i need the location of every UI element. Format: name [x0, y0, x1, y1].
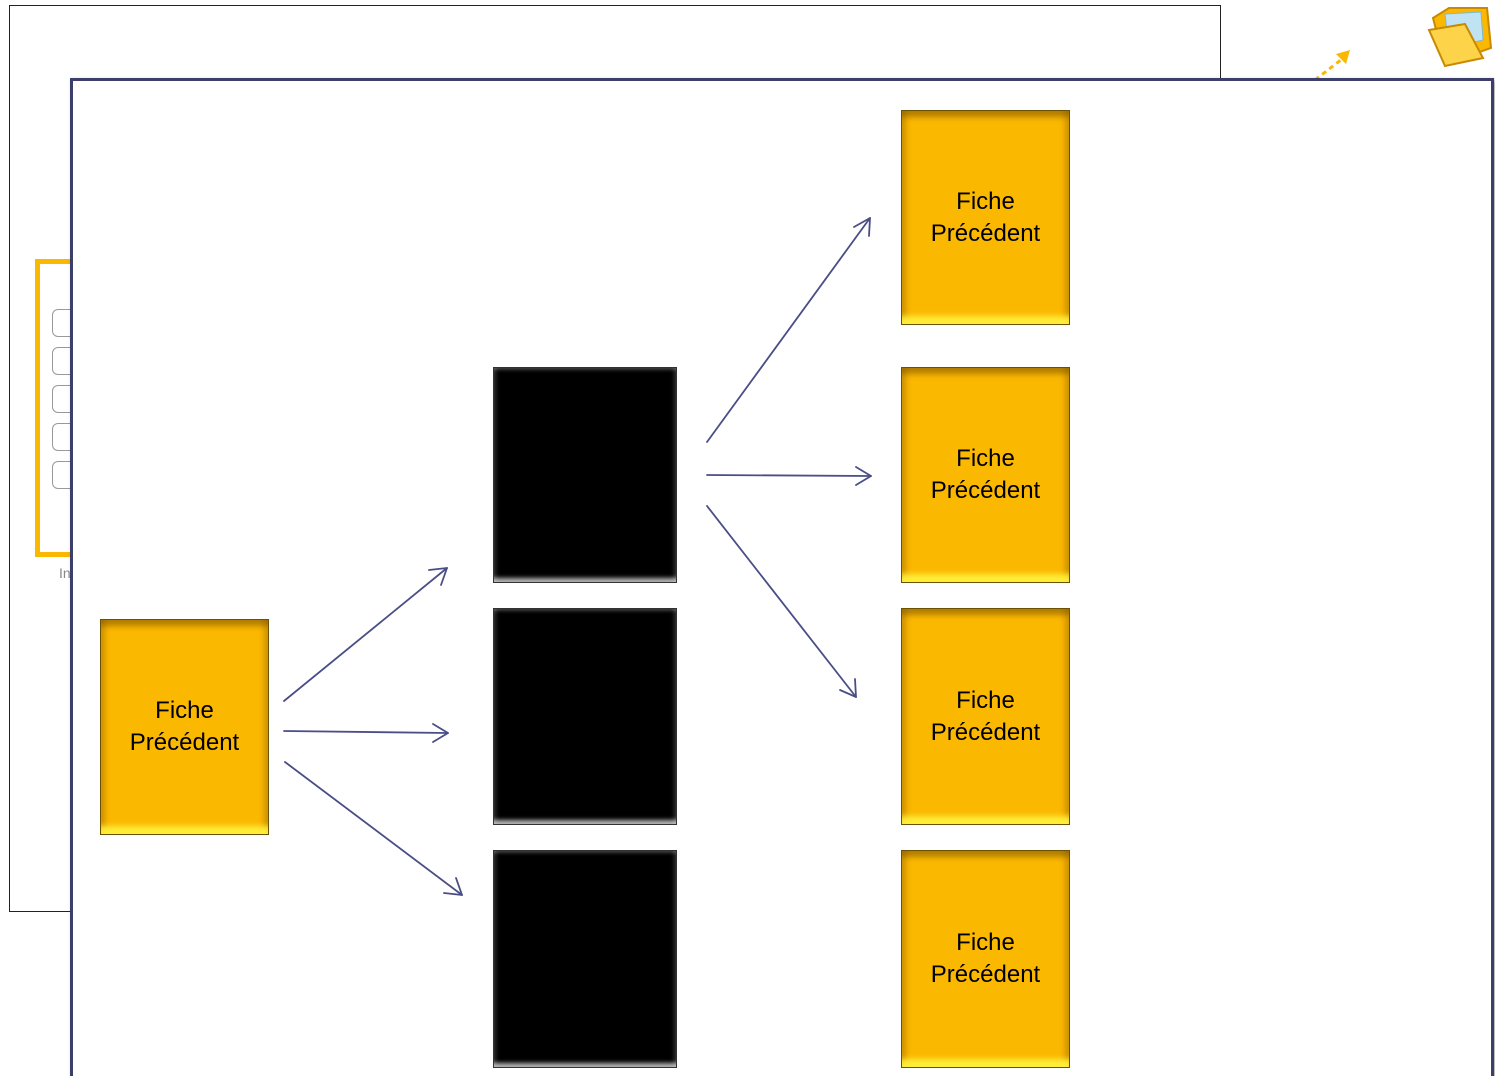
- card-label: Fiche Précédent: [931, 443, 1040, 507]
- card-label-line1: Fiche: [155, 697, 214, 724]
- front-slide: [70, 78, 1494, 1076]
- back-caption: In: [59, 565, 71, 581]
- root-card[interactable]: Fiche Précédent: [100, 619, 269, 835]
- card-label-line2: Précédent: [930, 961, 1041, 988]
- card-label-line2: Précédent: [930, 219, 1041, 247]
- leaf-card-3[interactable]: Fiche Précédent: [901, 608, 1070, 825]
- card-label-line1: Fiche: [956, 445, 1015, 472]
- card-label: Fiche Précédent: [931, 685, 1040, 749]
- leaf-card-1[interactable]: Fiche Précédent: [901, 110, 1070, 325]
- middle-card-1[interactable]: [493, 367, 677, 583]
- card-label-line1: Fiche: [956, 929, 1015, 956]
- card-label: Fiche Précédent: [931, 186, 1040, 250]
- card-label: Fiche Précédent: [130, 695, 239, 759]
- middle-card-2[interactable]: [493, 608, 677, 825]
- card-label-line2: Précédent: [129, 729, 240, 756]
- middle-card-3[interactable]: [493, 850, 677, 1068]
- card-label-line1: Fiche: [956, 187, 1015, 215]
- card-label: Fiche Précédent: [931, 927, 1040, 991]
- card-label-line1: Fiche: [956, 686, 1015, 714]
- leaf-card-4[interactable]: Fiche Précédent: [901, 850, 1070, 1068]
- card-label-line2: Précédent: [930, 718, 1041, 746]
- dashed-arrow-icon: [1314, 50, 1350, 82]
- folder-icon: [1427, 7, 1493, 68]
- leaf-card-2[interactable]: Fiche Précédent: [901, 367, 1070, 583]
- card-label-line2: Précédent: [930, 477, 1041, 504]
